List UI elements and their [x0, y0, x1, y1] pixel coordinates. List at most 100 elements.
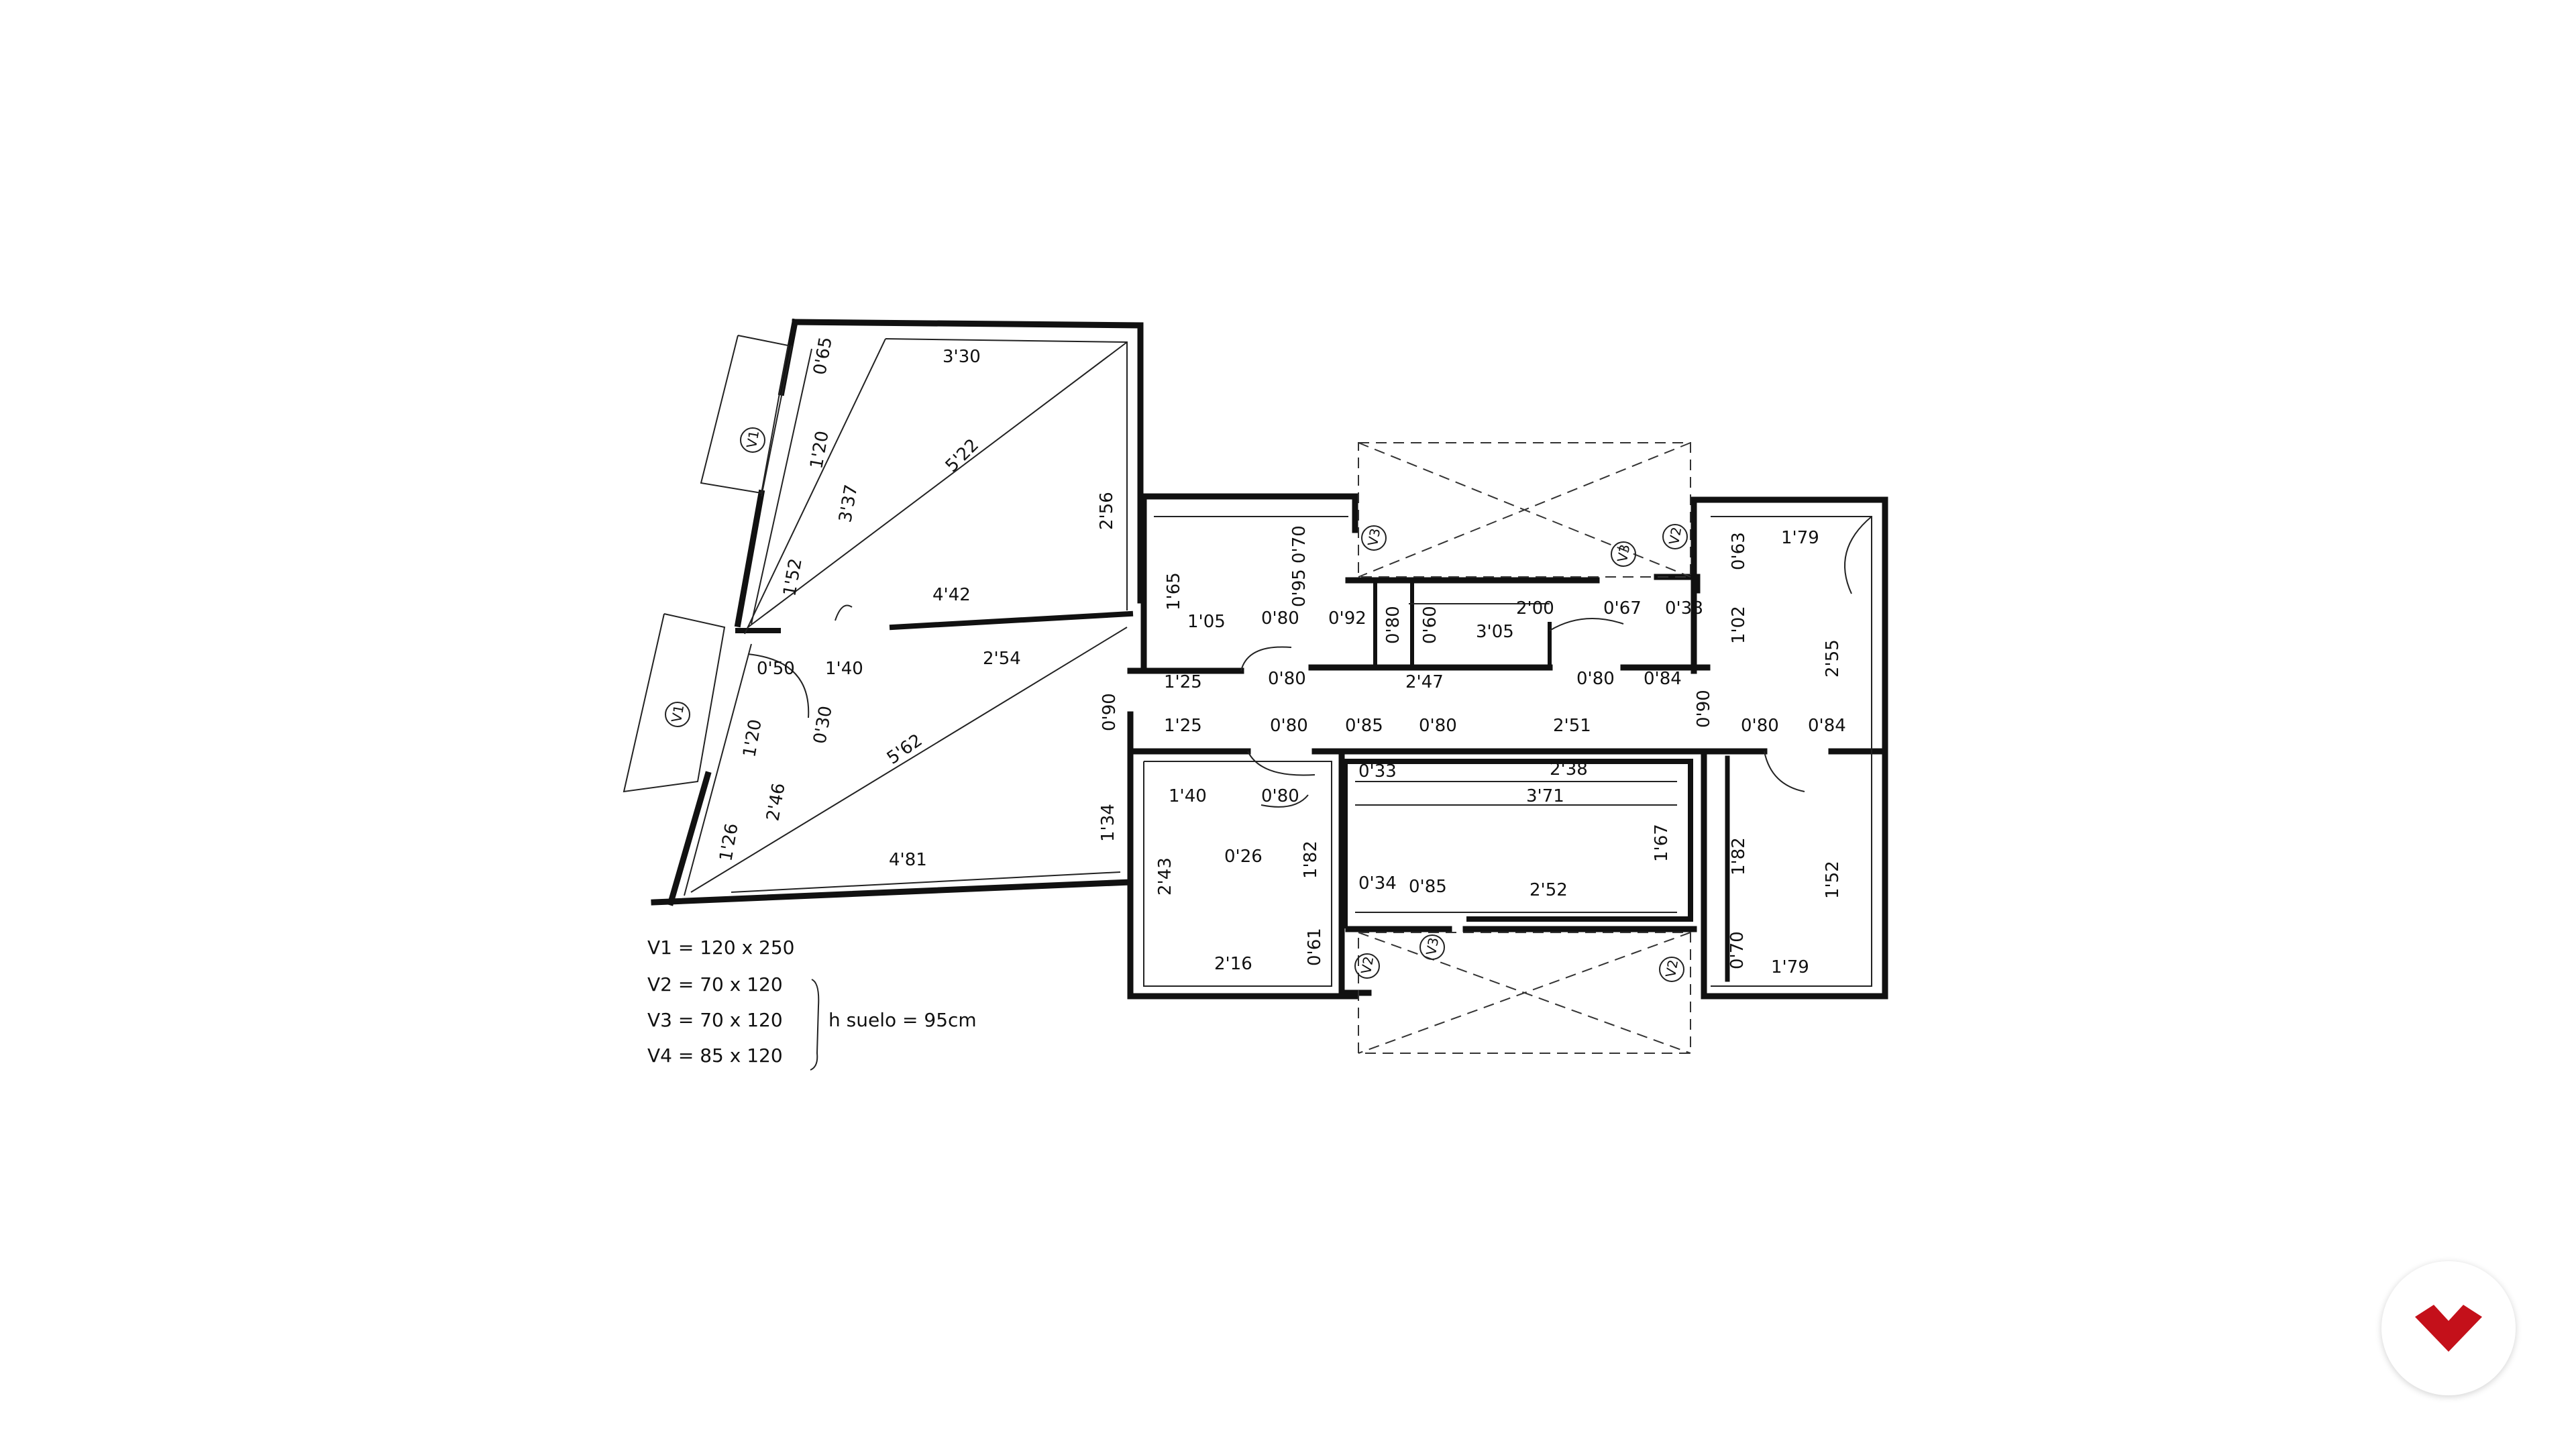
svg-text:2'16: 2'16: [1214, 954, 1252, 974]
window-tag-v3-b: V3: [1611, 541, 1636, 567]
svg-text:1'20: 1'20: [806, 429, 833, 470]
svg-text:V2: V2: [1666, 526, 1684, 546]
legend-v2: V2 = 70 x 120: [647, 973, 783, 996]
svg-text:2'51: 2'51: [1553, 716, 1591, 736]
window-tag-v3-c: V3: [1419, 934, 1445, 960]
door-swing-center-b: [1247, 751, 1316, 776]
svg-text:0'30: 0'30: [810, 704, 836, 745]
svg-text:2'52: 2'52: [1529, 880, 1568, 900]
svg-text:0'80: 0'80: [1741, 716, 1779, 736]
svg-text:2'00: 2'00: [1516, 598, 1554, 619]
brand-logo-icon: [2415, 1305, 2482, 1352]
svg-text:0'65: 0'65: [810, 335, 836, 376]
left-wing-walls: [651, 318, 1144, 906]
svg-text:0'84: 0'84: [1644, 669, 1682, 689]
svg-text:0'80: 0'80: [1419, 716, 1457, 736]
svg-text:0'80: 0'80: [1261, 608, 1299, 629]
svg-text:1'82: 1'82: [1729, 837, 1749, 875]
svg-text:0'84: 0'84: [1808, 716, 1846, 736]
svg-text:0'63: 0'63: [1729, 532, 1749, 570]
right-wing-walls: [1690, 496, 1888, 1000]
svg-text:0'70: 0'70: [1289, 525, 1309, 564]
legend-v3: V3 = 70 x 120: [647, 1009, 783, 1031]
svg-text:0'80: 0'80: [1383, 606, 1403, 644]
legend-v4: V4 = 85 x 120: [647, 1044, 783, 1067]
svg-text:0'38: 0'38: [1665, 598, 1703, 619]
door-swing-right-top: [1844, 516, 1872, 594]
window-tag-v2-c: V2: [1659, 957, 1684, 982]
window-tag-v1-bottom: V1: [665, 702, 690, 727]
door-swing-center-a: [1240, 646, 1292, 672]
svg-text:0'61: 0'61: [1305, 928, 1325, 966]
svg-text:2'43: 2'43: [1155, 857, 1175, 896]
svg-text:4'81: 4'81: [889, 850, 927, 870]
svg-text:0'33: 0'33: [1358, 761, 1397, 782]
window-projection-top: [1358, 442, 1691, 578]
svg-text:0'60: 0'60: [1420, 606, 1440, 644]
svg-text:1'02: 1'02: [1729, 606, 1749, 644]
svg-text:1'52: 1'52: [1823, 861, 1843, 899]
svg-text:2'38: 2'38: [1550, 759, 1588, 780]
svg-text:3'37: 3'37: [835, 483, 861, 524]
svg-text:1'40: 1'40: [825, 659, 863, 679]
svg-text:0'92: 0'92: [1328, 608, 1366, 629]
dimension-labels: 0'65 3'30 1'20 5'22 3'37 2'56 1'52 4'42 …: [716, 335, 1845, 977]
svg-text:1'79: 1'79: [1781, 528, 1819, 548]
lower-left-room-walls: [1143, 761, 1332, 987]
svg-text:1'82: 1'82: [1301, 841, 1321, 879]
svg-text:2'47: 2'47: [1405, 672, 1444, 692]
svg-text:0'80: 0'80: [1268, 669, 1306, 689]
svg-text:0'50: 0'50: [757, 659, 795, 679]
window-v1-top: [700, 335, 792, 497]
window-tags: V1 V1 V3 V3 V2 V2: [665, 427, 1688, 982]
svg-text:3'71: 3'71: [1526, 786, 1564, 806]
svg-text:0'90: 0'90: [1099, 693, 1120, 731]
brand-logo-button[interactable]: [2381, 1261, 2516, 1395]
svg-text:0'80: 0'80: [1261, 786, 1299, 806]
svg-text:V3: V3: [1614, 543, 1633, 564]
svg-text:0'85: 0'85: [1345, 716, 1383, 736]
window-tag-v3-a: V3: [1361, 525, 1387, 551]
svg-text:V3: V3: [1364, 527, 1383, 547]
svg-text:1'25: 1'25: [1164, 672, 1202, 692]
window-tag-v1-top: V1: [740, 427, 765, 453]
svg-text:V1: V1: [743, 429, 762, 449]
svg-text:3'30: 3'30: [943, 347, 981, 367]
central-block-walls: [1127, 493, 1888, 1000]
svg-text:0'80: 0'80: [1270, 716, 1308, 736]
svg-text:0'34: 0'34: [1358, 873, 1397, 894]
svg-text:V2: V2: [1358, 955, 1377, 975]
door-swing-center-d: [1260, 794, 1309, 808]
svg-text:1'79: 1'79: [1771, 957, 1809, 977]
svg-text:0'26: 0'26: [1224, 847, 1263, 867]
svg-text:1'20: 1'20: [739, 718, 765, 759]
svg-text:0'95: 0'95: [1289, 569, 1309, 607]
window-tag-v2-a: V2: [1662, 524, 1688, 549]
svg-text:0'67: 0'67: [1603, 598, 1642, 619]
svg-text:0'90: 0'90: [1694, 690, 1714, 728]
svg-text:1'65: 1'65: [1164, 572, 1184, 610]
svg-text:1'67: 1'67: [1652, 824, 1672, 862]
svg-text:1'05: 1'05: [1187, 612, 1226, 632]
svg-text:1'34: 1'34: [1098, 804, 1118, 842]
svg-text:2'55: 2'55: [1823, 639, 1843, 678]
svg-text:2'54: 2'54: [983, 649, 1021, 669]
door-swing-left-b: [747, 653, 810, 718]
legend-sill-height: h suelo = 95cm: [828, 1009, 977, 1031]
door-swing-right-bottom: [1764, 751, 1805, 792]
door-swing-left-a: [835, 604, 853, 621]
door-swing-center-c: [1549, 618, 1624, 631]
svg-text:2'56: 2'56: [1097, 492, 1117, 530]
svg-text:0'80: 0'80: [1576, 669, 1615, 689]
window-projection-bottom: [1358, 932, 1691, 1054]
legend-v1: V1 = 120 x 250: [647, 936, 795, 959]
svg-text:1'26: 1'26: [716, 822, 742, 863]
svg-text:4'42: 4'42: [932, 585, 971, 605]
svg-text:0'85: 0'85: [1409, 877, 1447, 897]
left-wing-diagonals: [684, 338, 1128, 896]
window-v1-bottom: [623, 613, 726, 793]
svg-text:V1: V1: [668, 704, 687, 724]
svg-text:2'46: 2'46: [763, 782, 789, 822]
